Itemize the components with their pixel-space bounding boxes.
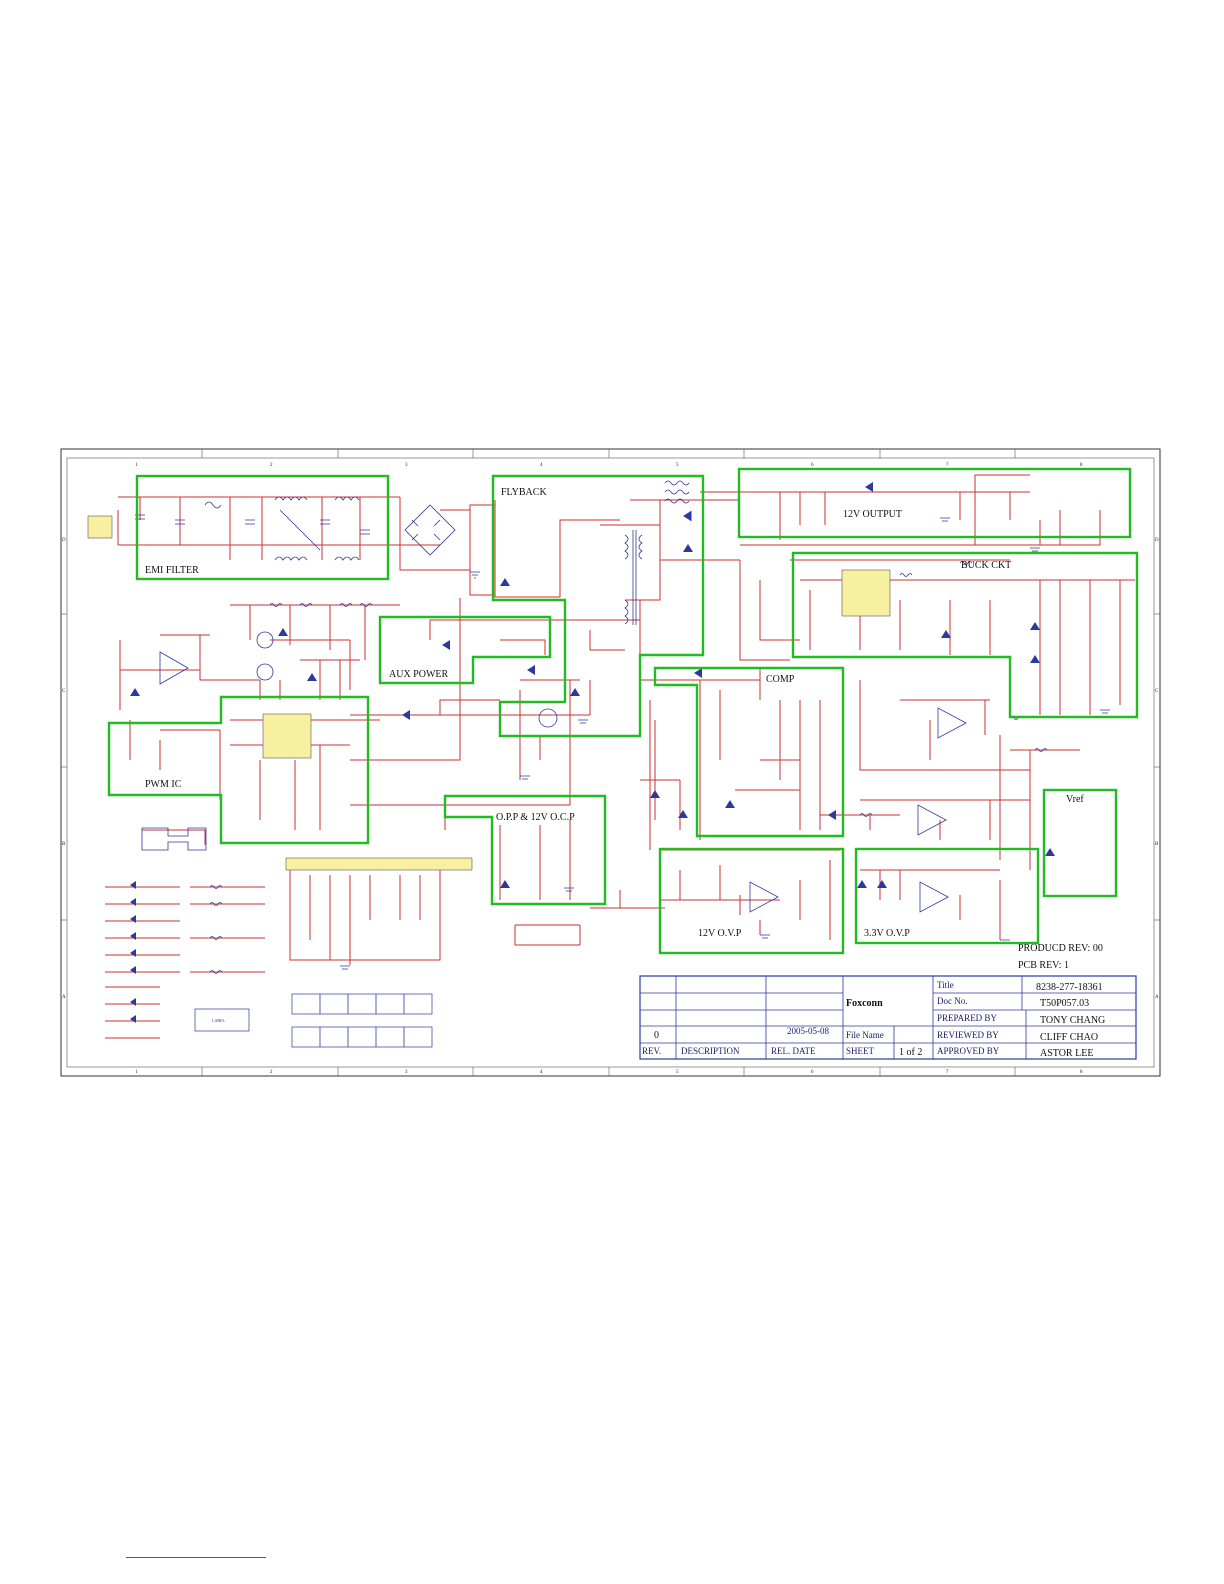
row-d: D (62, 538, 66, 543)
description-label: DESCRIPTION (681, 1046, 740, 1056)
release-date-label: REL. DATE (771, 1046, 816, 1056)
label-box-text: LABEL (212, 1018, 225, 1023)
title-label: Title (937, 980, 954, 990)
aux-power-outline (378, 615, 552, 685)
col-3: 3 (405, 463, 408, 468)
col-7-bottom: 7 (946, 1070, 949, 1075)
emi-filter-outline (135, 474, 390, 581)
footnote-rule (126, 1557, 266, 1558)
pcb-rev: PCB REV: 1 (1018, 960, 1069, 971)
release-date-value: 2005-05-08 (787, 1026, 829, 1036)
block-label-aux-power: AUX POWER (389, 669, 448, 680)
col-1: 1 (135, 463, 138, 468)
12v-output-outline (737, 467, 1132, 539)
prepared-by-label: PREPARED BY (937, 1013, 997, 1023)
col-7: 7 (946, 463, 949, 468)
vref-outline (1042, 788, 1118, 898)
block-label-12v-output: 12V OUTPUT (843, 509, 902, 520)
block-outlines (107, 467, 1139, 955)
opp-ocp-outline (443, 794, 607, 906)
row-d-right: D (1155, 538, 1159, 543)
block-label-3v3-ovp: 3.3V O.V.P (864, 928, 910, 939)
title-block (639, 975, 1137, 1060)
3v3-ovp-outline (854, 847, 1040, 945)
approved-by-label: APPROVED BY (937, 1046, 1000, 1056)
sheet-value: 1 of 2 (899, 1047, 922, 1058)
row-b: B (62, 842, 66, 847)
row-a: A (62, 995, 66, 1000)
col-1-bottom: 1 (135, 1070, 138, 1075)
column-markers: 1 2 3 4 5 6 7 8 1 2 3 4 5 6 7 8 (135, 449, 1083, 1076)
col-4-bottom: 4 (540, 1070, 543, 1075)
row-markers: D C B A D C B A (61, 538, 1160, 1000)
reviewed-by-label: REVIEWED BY (937, 1030, 999, 1040)
row-a-right: A (1155, 995, 1159, 1000)
block-label-flyback: FLYBACK (501, 487, 547, 498)
rev-number: 0 (654, 1030, 659, 1041)
col-3-bottom: 3 (405, 1070, 408, 1075)
sheet-label: SHEET (846, 1046, 875, 1056)
doc-no-value: T50P057.03 (1040, 998, 1089, 1009)
rev-label: REV. (642, 1046, 661, 1056)
product-rev: PRODUCD REV: 00 (1018, 943, 1103, 954)
block-label-vref: Vref (1066, 794, 1084, 805)
pwm-ic-outline (107, 695, 370, 845)
col-8-bottom: 8 (1080, 1070, 1083, 1075)
block-label-emi-filter: EMI FILTER (145, 565, 199, 576)
file-name-label: File Name (846, 1030, 884, 1040)
row-c: C (62, 689, 66, 694)
doc-no-label: Doc No. (937, 996, 968, 1006)
reviewed-by-value: CLIFF CHAO (1040, 1032, 1098, 1043)
flyback-outline (491, 474, 705, 738)
col-6: 6 (811, 463, 814, 468)
block-label-12v-ovp: 12V O.V.P (698, 928, 742, 939)
col-5-bottom: 5 (676, 1070, 679, 1075)
col-6-bottom: 6 (811, 1070, 814, 1075)
col-2: 2 (270, 463, 273, 468)
company-name: Foxconn (846, 998, 883, 1009)
12v-ovp-outline (658, 847, 845, 955)
block-label-opp-ocp: O.P.P & 12V O.C.P (496, 812, 575, 823)
col-5: 5 (676, 463, 679, 468)
col-8: 8 (1080, 463, 1083, 468)
col-4: 4 (540, 463, 543, 468)
title-value: 8238-277-18361 (1036, 982, 1103, 993)
block-label-pwm-ic: PWM IC (145, 779, 182, 790)
comp-outline (653, 666, 845, 838)
approved-by-value: ASTOR LEE (1040, 1048, 1093, 1059)
components (87, 480, 1110, 1048)
buck-ckt-outline (791, 551, 1139, 719)
inner-frame (66, 457, 1155, 1068)
row-b-right: B (1155, 842, 1159, 847)
row-c-right: C (1155, 689, 1159, 694)
block-label-buck-ckt: BUCK CKT (961, 560, 1011, 571)
block-label-comp: COMP (766, 674, 795, 685)
col-2-bottom: 2 (270, 1070, 273, 1075)
prepared-by-value: TONY CHANG (1040, 1015, 1105, 1026)
